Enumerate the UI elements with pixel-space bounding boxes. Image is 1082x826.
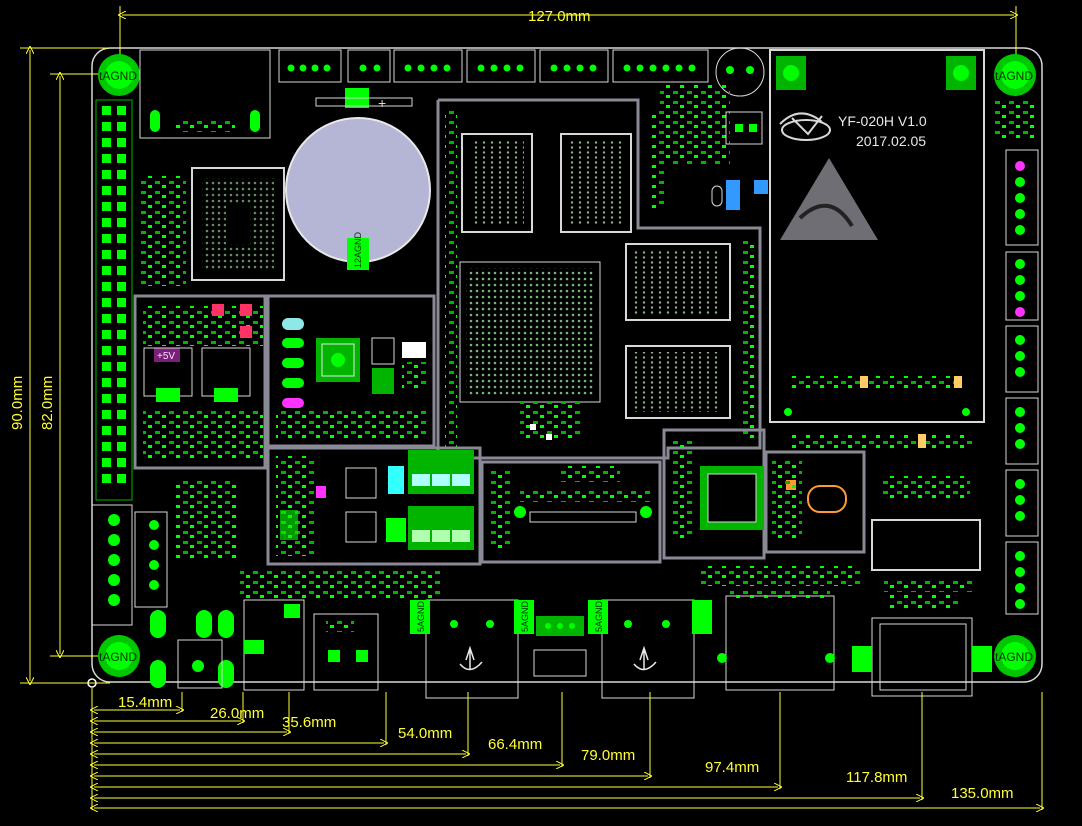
dim-bottom-8: 117.8mm (846, 769, 907, 786)
header-pin (102, 234, 111, 243)
header-pin (117, 250, 126, 259)
lower-middle-region (266, 446, 482, 566)
header-pin (102, 282, 111, 291)
label-plus-5v: +5V (157, 351, 175, 362)
mount-hole-bottom-right: tAGND (994, 635, 1036, 677)
power-supply-block: +5V (133, 294, 267, 470)
left-screw-terminal (91, 504, 168, 626)
plug-label-12agnd: 12AGND (353, 231, 363, 268)
board-outline (91, 47, 1043, 683)
header-pin (102, 138, 111, 147)
header-pin (117, 362, 126, 371)
header-pin (117, 106, 126, 115)
header-pin (117, 138, 126, 147)
header-pin (117, 186, 126, 195)
header-pin (102, 330, 111, 339)
lcd-module: YF-020H V1.0 2017.02.05 (769, 49, 985, 448)
header-pin (102, 186, 111, 195)
dim-bottom-7: 97.4mm (705, 759, 759, 776)
header-pin (102, 266, 111, 275)
dim-bottom-4: 54.0mm (398, 725, 452, 742)
header-pin (117, 282, 126, 291)
header-pin (102, 426, 111, 435)
header-pin (102, 442, 111, 451)
header-pin (117, 426, 126, 435)
dimension-top: 127.0mm (120, 6, 1016, 60)
plug-label-5agnd-1: 5AGND (416, 600, 426, 632)
header-pin (117, 442, 126, 451)
header-pin (102, 202, 111, 211)
svg-text:tAGND: tAGND (99, 69, 137, 83)
header-pin (102, 362, 111, 371)
header-pin (102, 154, 111, 163)
dim-left-inner: 82.0mm (39, 376, 56, 430)
dim-bottom-9: 135.0mm (951, 785, 1014, 802)
header-pin (117, 330, 126, 339)
dimension-left: 90.0mm 82.0mm (9, 48, 110, 683)
left-bga-ic (191, 167, 285, 281)
svg-text:+: + (378, 95, 386, 111)
mount-hole-top-left: tAGND (98, 54, 140, 96)
esd-warning-icon (780, 158, 878, 240)
right-edge-connectors (994, 100, 1039, 615)
mount-hole-bottom-left: tAGND (98, 635, 140, 677)
svg-text:tAGND: tAGND (99, 650, 137, 664)
right-ic-block (871, 476, 981, 592)
pmic-block (266, 294, 436, 448)
header-pin (117, 346, 126, 355)
header-pin (117, 378, 126, 387)
dim-bottom-1: 15.4mm (118, 694, 172, 711)
board-date: 2017.02.05 (856, 133, 926, 149)
dimension-bottom: 15.4mm 26.0mm 35.6mm 54.0mm 66.4mm 79.0m… (87, 678, 1042, 810)
header-pin (102, 106, 111, 115)
plug-label-5agnd-2: 5AGND (520, 600, 530, 632)
header-pin (117, 266, 126, 275)
dim-bottom-3: 35.6mm (282, 714, 336, 731)
header-pin (117, 298, 126, 307)
header-pin (102, 298, 111, 307)
header-pin (102, 410, 111, 419)
soc-keepout (436, 98, 762, 460)
header-pin (117, 474, 126, 483)
misc-passives (140, 84, 860, 598)
header-pin (117, 458, 126, 467)
header-pin (117, 410, 126, 419)
coin-battery: + 12AGND (285, 88, 431, 270)
svg-text:tAGND: tAGND (995, 69, 1033, 83)
qfp-controller (662, 428, 866, 560)
dim-top-width: 127.0mm (528, 8, 591, 25)
dim-left-outer: 90.0mm (9, 376, 26, 430)
mount-hole-top-right: tAGND (994, 54, 1036, 96)
header-pin (102, 394, 111, 403)
header-pin (102, 346, 111, 355)
header-pin (117, 202, 126, 211)
dim-bottom-5: 66.4mm (488, 736, 542, 753)
header-pin (102, 250, 111, 259)
header-pin (102, 314, 111, 323)
fpc-connector (480, 460, 662, 564)
header-pin (102, 122, 111, 131)
dim-bottom-6: 79.0mm (581, 747, 635, 764)
header-pin (117, 218, 126, 227)
header-pin (102, 378, 111, 387)
plug-label-5agnd-3: 5AGND (594, 600, 604, 632)
header-pin (117, 122, 126, 131)
header-pin (117, 394, 126, 403)
header-pin (117, 170, 126, 179)
header-pin (117, 314, 126, 323)
header-pin (102, 458, 111, 467)
board-model: YF-020H V1.0 (838, 113, 927, 129)
header-pin (117, 154, 126, 163)
header-pin (117, 234, 126, 243)
dim-bottom-2: 26.0mm (210, 705, 264, 722)
header-pin (102, 474, 111, 483)
bottom-connectors: 5AGND 5AGND 5AGND (150, 590, 992, 699)
top-connectors (139, 47, 765, 139)
left-pin-header (95, 99, 133, 501)
header-pin (102, 170, 111, 179)
header-pin (102, 218, 111, 227)
svg-text:tAGND: tAGND (995, 650, 1033, 664)
